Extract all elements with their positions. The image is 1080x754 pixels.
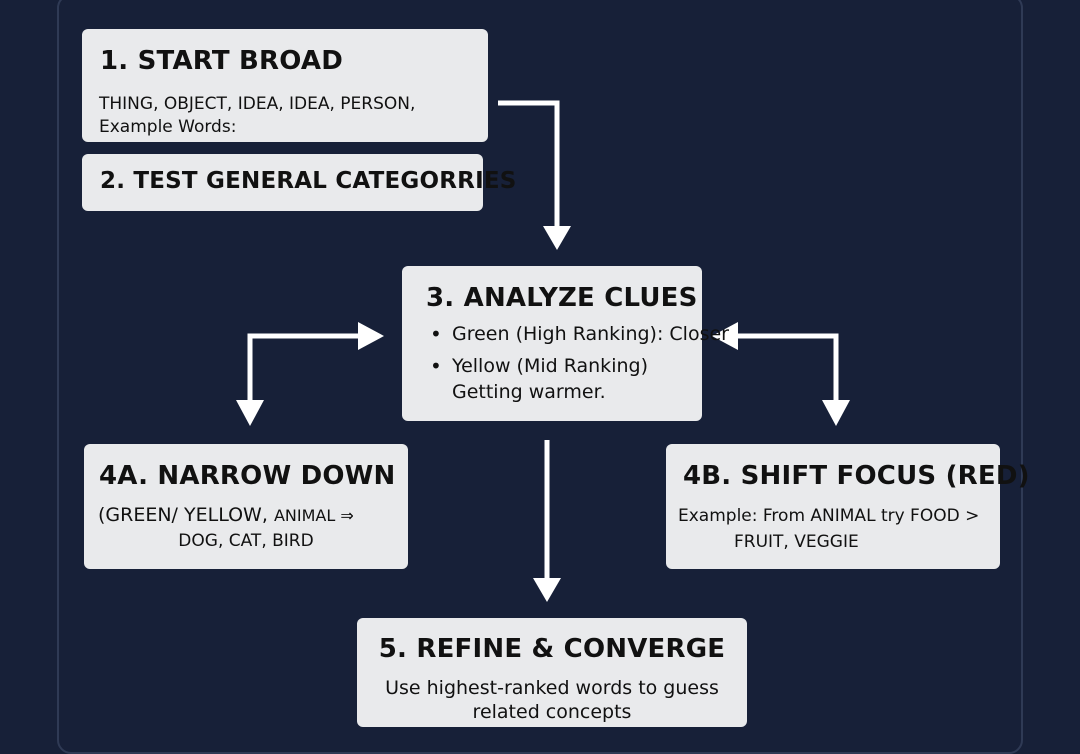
step1-line2: Example Words:: [99, 117, 237, 137]
step2-box: 2. TEST GENERAL CATEGORRIES: [82, 154, 516, 211]
step1-title: 1. START BROAD: [100, 46, 343, 76]
step5-line2: related concepts: [472, 701, 632, 723]
step2-title: 2. TEST GENERAL CATEGORRIES: [100, 168, 517, 194]
step4a-line1: (GREEN/ YELLOW, ANIMAL ⇒: [98, 502, 354, 529]
step4b-title: 4B. SHIFT FOCUS (RED): [683, 461, 1030, 491]
step1-box: 1. START BROAD THING, OBJECT, IDEA, IDEA…: [82, 29, 488, 142]
step5-line1: Use highest-ranked words to guess: [385, 677, 719, 699]
arrow-step1-to-step3: [498, 100, 560, 230]
step4b-box: 4B. SHIFT FOCUS (RED) Example: From ANIM…: [666, 444, 1030, 569]
step3-box: 3. ANALYZE CLUES Green (High Ranking): C…: [402, 266, 729, 421]
step4a-line2: DOG, CAT, BIRD: [178, 531, 314, 551]
arrowhead-into-step5: [533, 578, 561, 602]
step5-box: 5. REFINE & CONVERGE Use highest-ranked …: [357, 618, 747, 727]
step3-title: 3. ANALYZE CLUES: [426, 283, 698, 313]
step1-text: THING, OBJECT, IDEA, IDEA, PERSON, Examp…: [99, 93, 415, 139]
step4b-line1: Example: From ANIMAL try FOOD >: [678, 506, 980, 526]
step3-bullet-green: Green (High Ranking): Closer: [430, 321, 729, 347]
arrow-step3-to-step4b: [735, 333, 839, 402]
step4a-box: 4A. NARROW DOWN (GREEN/ YELLOW, ANIMAL ⇒…: [84, 444, 408, 569]
step3-bullet-yellow: Yellow (Mid Ranking) Getting warmer.: [430, 353, 729, 405]
step4a-line1-main: (GREEN/ YELLOW,: [98, 504, 268, 526]
arrowhead-into-step3-top: [543, 226, 571, 250]
step3-bullet1-text: Green (High Ranking): Closer: [452, 323, 729, 345]
step4b-line2: FRUIT, VEGGIE: [734, 532, 859, 552]
step3-bullet2-line2: Getting warmer.: [452, 381, 606, 403]
step5-title: 5. REFINE & CONVERGE: [378, 634, 726, 664]
arrowhead-into-step4a: [236, 400, 264, 426]
step4a-line1-small: ANIMAL ⇒: [273, 506, 354, 525]
step3-bullet-list: Green (High Ranking): Closer Yellow (Mid…: [430, 321, 729, 405]
step3-bullet2-line1: Yellow (Mid Ranking): [452, 355, 648, 377]
arrowhead-into-step3-left: [358, 322, 384, 350]
step1-line1: THING, OBJECT, IDEA, IDEA, PERSON,: [99, 94, 416, 114]
arrowhead-into-step4b: [822, 400, 850, 426]
arrow-step3-to-step4a: [247, 333, 360, 402]
step4a-title: 4A. NARROW DOWN: [99, 461, 396, 491]
